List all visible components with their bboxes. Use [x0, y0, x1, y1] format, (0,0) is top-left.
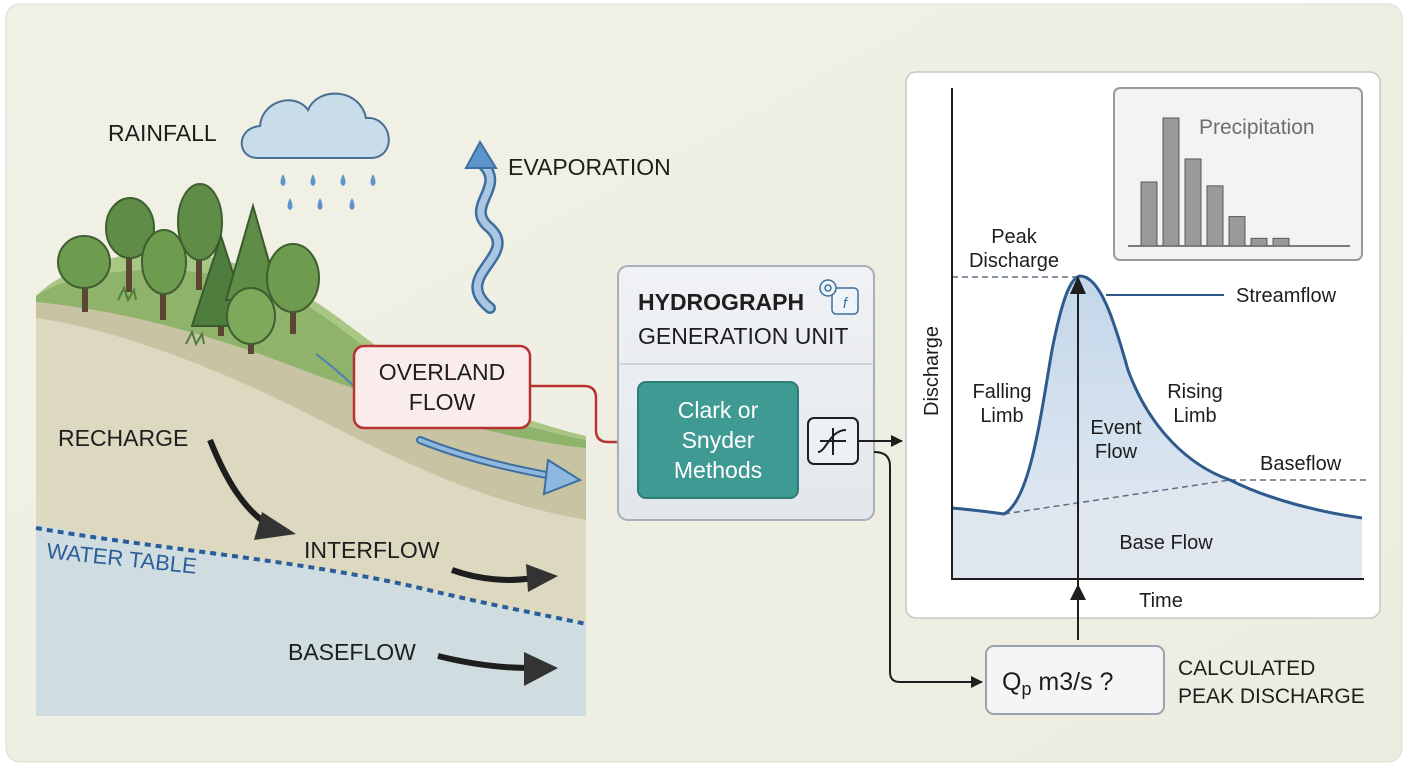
overland-to-unit-connector — [530, 384, 635, 447]
evaporation-arrow-icon — [464, 139, 504, 314]
qp-output: Qp m3/s ? CALCULATED PEAK DISCHARGE — [985, 645, 1365, 715]
baseflow-curve-label: Baseflow — [1260, 453, 1342, 475]
subsurface-band — [36, 296, 586, 520]
method-line1: Clark or — [678, 397, 759, 423]
event-flow-area — [1004, 276, 1230, 514]
base-flow-area — [952, 480, 1362, 578]
calculated-label-line2: PEAK DISCHARGE — [1178, 685, 1365, 708]
precipitation-inset: Precipitation — [1113, 87, 1363, 261]
svg-text:f: f — [843, 295, 849, 312]
rising-limb-label-line1: Rising — [1167, 381, 1223, 403]
event-flow-label-line2: Flow — [1095, 441, 1138, 463]
baseflow-arrow-icon — [437, 652, 558, 686]
precipitation-bar — [1250, 237, 1268, 247]
overland-flow-label-line2: FLOW — [409, 389, 476, 415]
unit-title-line1: HYDROGRAPH — [638, 289, 804, 315]
event-flow-label-line1: Event — [1090, 417, 1142, 439]
hydrograph-generation-unit: HYDROGRAPH GENERATION UNIT f Clark or Sn… — [617, 265, 875, 521]
method-line3: Methods — [674, 457, 762, 483]
qp-main: Q — [1002, 668, 1021, 696]
precipitation-bar — [1206, 185, 1224, 247]
qp-box — [985, 645, 1165, 715]
rising-limb-label-line2: Limb — [1173, 405, 1216, 427]
unit-to-qp-connector — [873, 451, 983, 688]
falling-limb-label-line1: Falling — [973, 381, 1032, 403]
precipitation-bar — [1184, 158, 1202, 247]
baseflow-label: BASEFLOW — [288, 639, 416, 665]
landscape-cross-section: RAINFALL EVAPORATION OVERLAND FLOW RECHA… — [35, 92, 671, 716]
precipitation-bar — [1162, 117, 1180, 247]
gear-function-icon: f — [819, 279, 859, 315]
precipitation-bar — [1272, 237, 1290, 247]
rainfall-label: RAINFALL — [108, 120, 217, 146]
method-box — [637, 381, 799, 499]
precipitation-bar — [1228, 216, 1246, 247]
overland-flow-label-line1: OVERLAND — [379, 359, 506, 385]
base-flow-area-label: Base Flow — [1119, 532, 1213, 554]
qp-rest: m3/s ? — [1031, 668, 1113, 696]
x-axis-label: Time — [1139, 590, 1183, 612]
recharge-arrow-icon — [207, 438, 296, 540]
falling-limb-label-line2: Limb — [980, 405, 1023, 427]
forest-icon — [57, 183, 320, 354]
calculated-label-line1: CALCULATED — [1178, 657, 1315, 680]
precipitation-inset-title: Precipitation — [1199, 116, 1315, 139]
peak-label-line2: Discharge — [969, 250, 1059, 272]
streamflow-curve — [951, 274, 1363, 520]
transfer-function-icon — [807, 417, 859, 465]
streamflow-label: Streamflow — [1236, 285, 1337, 307]
baseflow-separation-line — [1003, 479, 1231, 515]
soil-layer — [36, 318, 586, 622]
qp-subscript: p — [1021, 679, 1031, 699]
unit-title-line2: GENERATION UNIT — [638, 323, 848, 349]
method-line2: Snyder — [682, 427, 755, 453]
rain-cloud-icon — [240, 92, 390, 210]
peak-arrowhead — [1070, 276, 1086, 294]
evaporation-label: EVAPORATION — [508, 154, 671, 180]
overland-flow-arrow-icon — [416, 436, 583, 496]
peak-label-line1: Peak — [991, 226, 1038, 248]
precipitation-bar — [1140, 181, 1158, 247]
hydrograph-panel: Discharge Time Peak Discharge Streamflow… — [905, 71, 1381, 640]
qp-value: Qp m3/s ? — [1002, 668, 1113, 699]
groundwater-zone — [36, 524, 586, 716]
interflow-arrow-icon — [450, 564, 558, 592]
qp-up-arrowhead — [1070, 584, 1086, 600]
interflow-label: INTERFLOW — [304, 537, 440, 563]
y-axis-label: Discharge — [921, 326, 943, 416]
recharge-label: RECHARGE — [58, 425, 188, 451]
